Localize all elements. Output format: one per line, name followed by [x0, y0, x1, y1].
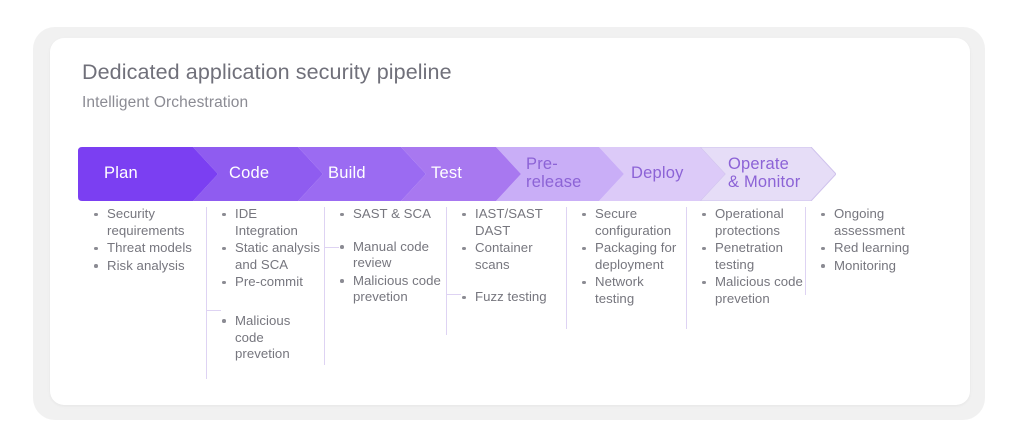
bullet-item: Malicious code prevetion [338, 273, 444, 306]
stage-label-plan: Plan [104, 164, 138, 183]
bullet-item: Malicious code prevetion [700, 274, 804, 307]
column-divider-tick [207, 310, 221, 311]
column-divider [566, 207, 567, 329]
bullet-item: Manual code review [338, 239, 444, 272]
stage-chevron-shape [78, 147, 218, 201]
bullet-item: Static analysis and SCA [220, 240, 322, 273]
pipeline-stage-pre-release[interactable]: Pre- release [496, 147, 624, 201]
stage-label-code: Code [229, 164, 270, 183]
stage-label-pre-release: Pre- release [526, 155, 582, 191]
bullet-item: SAST & SCA [338, 206, 444, 223]
bullet-item: Malicious code prevetion [220, 313, 322, 363]
pipeline-chevron-bar: Plan Code Build Test Pre- release Deploy Opera… [78, 147, 836, 201]
pipeline-stage-operate-monitor[interactable]: Operate & Monitor [700, 147, 836, 201]
stage-chevron-shape [496, 147, 624, 201]
bullet-item: IDE Integration [220, 206, 322, 239]
pipeline-stage-plan[interactable]: Plan [78, 147, 218, 201]
stage-chevron-shape [193, 147, 323, 201]
stage-label-build: Build [328, 164, 366, 183]
pipeline-stage-code[interactable]: Code [193, 147, 323, 201]
stage-label-operate-monitor: Operate & Monitor [728, 155, 801, 191]
column-divider [686, 207, 687, 329]
column-divider-tick [447, 294, 461, 295]
slide-card: Dedicated application security pipeline … [50, 38, 970, 405]
bullet-item: Monitoring [819, 258, 933, 275]
column-divider [805, 207, 806, 295]
pipeline-stage-deploy[interactable]: Deploy [599, 147, 725, 201]
bullet-item: Packaging for deployment [580, 240, 684, 273]
pipeline-stage-build[interactable]: Build [298, 147, 426, 201]
bullet-item: Container scans [460, 240, 564, 273]
bullet-item: Risk analysis [92, 258, 204, 275]
bullet-item: Ongoing assessment [819, 206, 933, 239]
stage-chevron-shape [599, 147, 725, 201]
bullet-item: Operational protections [700, 206, 804, 239]
stage-label-test: Test [431, 164, 463, 183]
column-divider [206, 207, 207, 379]
stage-label-deploy: Deploy [631, 164, 684, 183]
bullet-item: Red learning [819, 240, 933, 257]
page-subtitle: Intelligent Orchestration [82, 94, 249, 111]
bullet-item: Network testing [580, 274, 684, 307]
column-divider [446, 207, 447, 335]
bullet-item: Threat models [92, 240, 204, 257]
page-title: Dedicated application security pipeline [82, 60, 452, 84]
bullet-item: Secure configuration [580, 206, 684, 239]
stage-chevron-shape [700, 147, 836, 201]
column-divider-tick [325, 247, 339, 248]
stage-chevron-shape [401, 147, 521, 201]
bullet-item: IAST/SAST DAST [460, 206, 564, 239]
bullet-item: Fuzz testing [460, 289, 564, 306]
pipeline-stage-test[interactable]: Test [401, 147, 521, 201]
bullet-item: Pre-commit [220, 274, 322, 291]
stage-chevron-shape [298, 147, 426, 201]
bullet-item: Security requirements [92, 206, 204, 239]
column-divider [324, 207, 325, 365]
bullet-item: Penetration testing [700, 240, 804, 273]
